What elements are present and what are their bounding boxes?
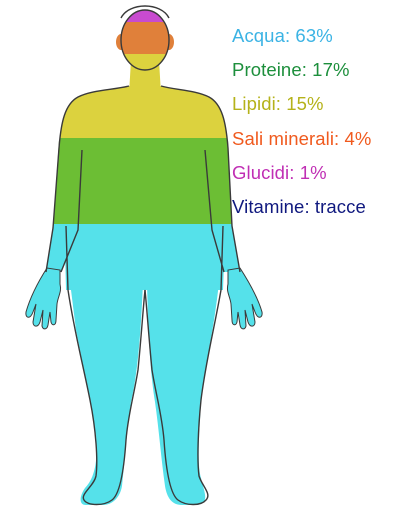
- legend-item-vitamine: Vitamine: tracce: [232, 193, 371, 227]
- right-hand: [227, 268, 262, 329]
- legend-item-acqua: Acqua: 63%: [232, 22, 371, 56]
- left-hand: [26, 268, 61, 329]
- band-glucidi: [0, 0, 410, 22]
- composition-legend: Acqua: 63% Proteine: 17% Lipidi: 15% Sal…: [232, 22, 371, 227]
- legend-item-glucidi: Glucidi: 1%: [232, 159, 371, 193]
- legend-item-lipidi: Lipidi: 15%: [232, 90, 371, 124]
- legend-item-sali-minerali: Sali minerali: 4%: [232, 125, 371, 159]
- legend-item-proteine: Proteine: 17%: [232, 56, 371, 90]
